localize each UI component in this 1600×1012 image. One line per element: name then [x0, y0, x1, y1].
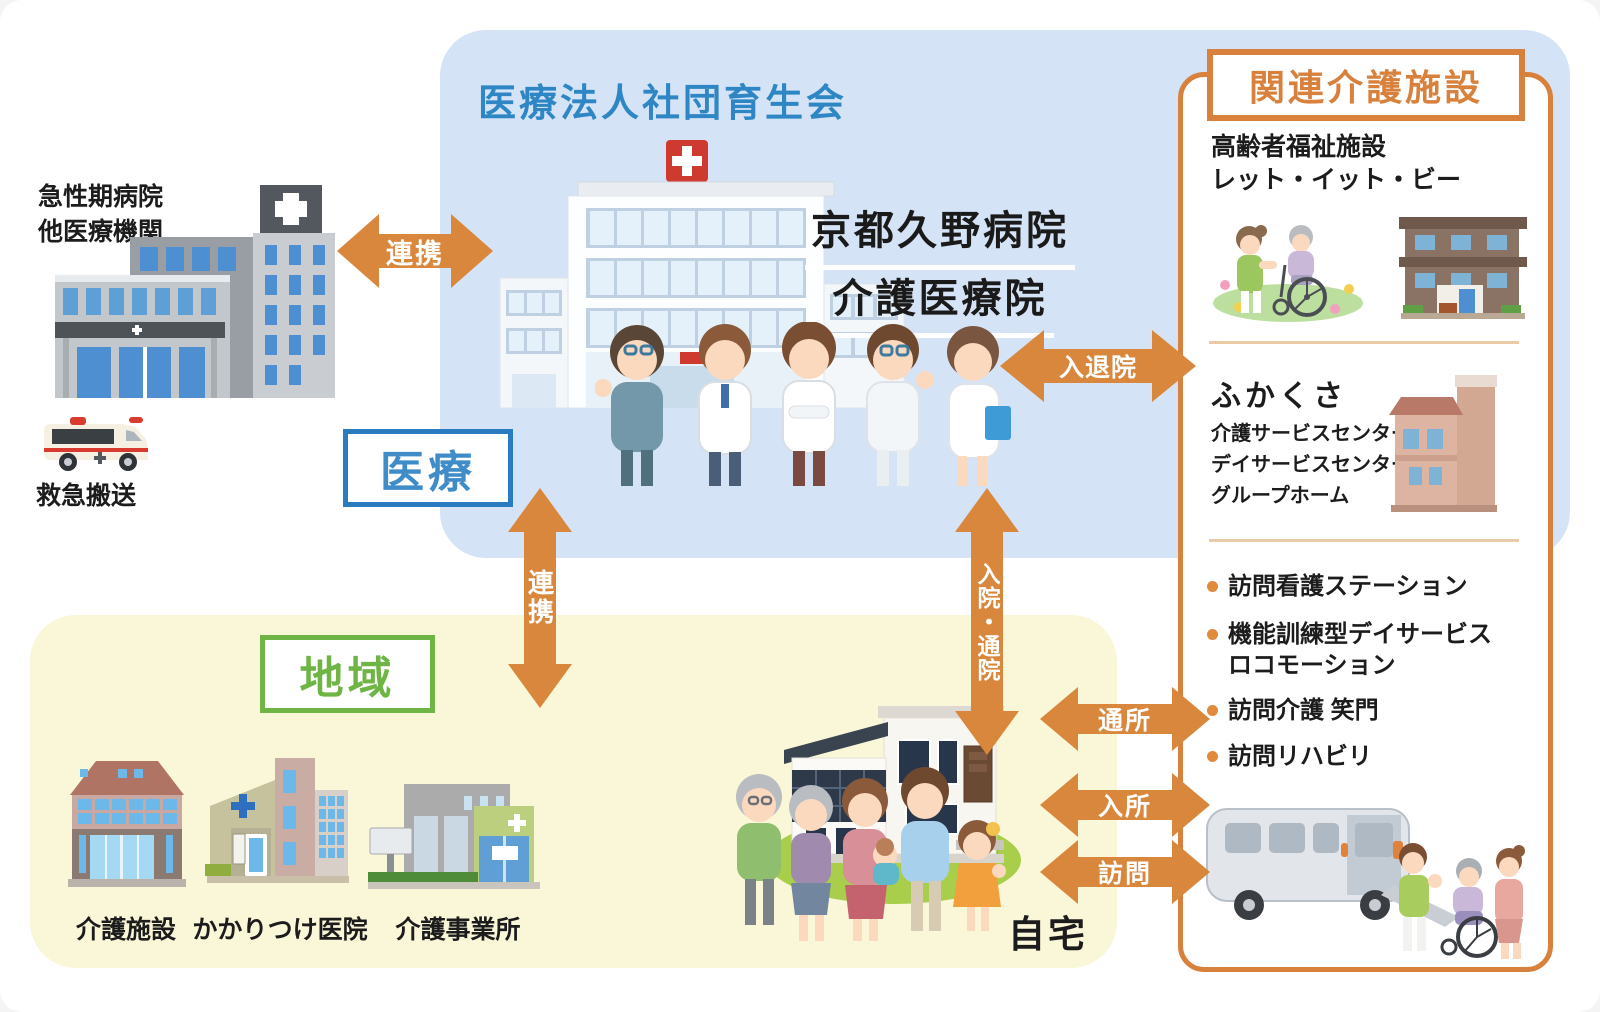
- nyusho-arrow: [1040, 773, 1210, 837]
- service-bullet-4-label: 訪問リハビリ: [1228, 743, 1372, 770]
- medical-staff-icon: [595, 322, 1015, 492]
- bullet-dot-icon: [1207, 705, 1218, 716]
- acute-hospital-label-line1: 急性期病院: [38, 183, 164, 211]
- fukakusa-service-1: 介護サービスセンター: [1211, 423, 1411, 445]
- region-tag-box: 地域: [260, 635, 435, 713]
- medical-tag-box: 医療: [343, 429, 513, 507]
- related-facilities-title: 関連介護施設: [1248, 67, 1483, 108]
- nyuin-tsuin-arrow: [955, 488, 1019, 755]
- nyuin-tsuin-arrow-label: 入院・通院: [955, 488, 1019, 755]
- nyusho-arrow-text: 入所: [1097, 793, 1152, 821]
- renkei-vertical-arrow-label: 連携: [508, 488, 572, 708]
- senior-welfare-line1: 高齢者福祉施設: [1211, 133, 1387, 161]
- tsusho-arrow-text: 通所: [1097, 707, 1152, 735]
- service-bullet-3: 訪問介護 笑門: [1207, 695, 1537, 726]
- bullet-dot-icon: [1207, 581, 1218, 592]
- fukakusa-heading: ふかくさ: [1211, 380, 1347, 413]
- bullet-dot-icon: [1207, 629, 1218, 640]
- tsusho-arrow: [1040, 687, 1210, 751]
- nyutaiin-arrow-label: 入退院: [1000, 330, 1196, 402]
- renkei-left-arrow-text: 連携: [386, 238, 444, 269]
- service-bullet-1-label: 訪問看護ステーション: [1228, 573, 1468, 600]
- hospital-name-line2: 介護医療院: [790, 266, 1090, 338]
- family-icon: [727, 763, 1017, 948]
- senior-welfare-line2: レット・イット・ビー: [1211, 166, 1462, 194]
- homon-arrow: [1040, 840, 1210, 904]
- care-van-icon: [1197, 785, 1532, 963]
- medical-tag-label: 医療: [380, 448, 476, 497]
- service-bullet-1: 訪問看護ステーション: [1207, 571, 1537, 602]
- home-label: 自宅: [1008, 914, 1088, 955]
- service-bullet-4: 訪問リハビリ: [1207, 741, 1537, 772]
- ambulance-icon: [42, 410, 157, 472]
- related-facilities-panel: 関連介護施設 高齢者福祉施設 レット・イット・ビー: [1178, 49, 1553, 972]
- care-facility-icon: [62, 755, 192, 890]
- corporation-title: 医療法人社団育生会: [478, 83, 848, 125]
- region-tag-label: 地域: [299, 654, 396, 703]
- service-bullet-3-label: 訪問介護 笑門: [1228, 697, 1379, 724]
- senior-welfare-heading: 高齢者福祉施設 レット・イット・ビー: [1211, 131, 1461, 197]
- nyuin-tsuin-arrow-text: 入院・通院: [974, 561, 1000, 682]
- renkei-vertical-arrow-text: 連携: [524, 569, 555, 627]
- nyutaiin-arrow: [1000, 330, 1196, 402]
- renkei-left-arrow: [337, 214, 493, 288]
- renkei-left-arrow-label: 連携: [337, 214, 493, 288]
- family-clinic-label: かかりつけ医院: [192, 916, 368, 944]
- care-office-icon: [368, 780, 544, 892]
- care-facility-label: 介護施設: [75, 916, 176, 944]
- care-office-label: 介護事業所: [395, 916, 521, 944]
- senior-welfare-building-icon: [1399, 211, 1527, 321]
- renkei-vertical-arrow: [508, 488, 572, 708]
- hospital-name-line2-text: 介護医療院: [826, 266, 1054, 338]
- panel-divider-1: [1209, 341, 1519, 344]
- hospital-name-line1: 京都久野病院: [790, 198, 1090, 270]
- ambulance-label: 救急搬送: [36, 482, 137, 510]
- nyusho-arrow-label: 入所: [1040, 773, 1210, 837]
- fukakusa-services: 介護サービスセンター デイサービスセンター グループホーム: [1211, 419, 1411, 512]
- service-bullet-2-label: 機能訓練型デイサービス ロコモーション: [1228, 619, 1492, 681]
- bullet-dot-icon: [1207, 751, 1218, 762]
- acute-hospital-icon: [55, 185, 335, 398]
- family-clinic-icon: [205, 748, 353, 890]
- hospital-name-line1-text: 京都久野病院: [805, 198, 1075, 270]
- related-facilities-title-box: 関連介護施設: [1207, 49, 1525, 121]
- fukakusa-service-3: グループホーム: [1211, 485, 1350, 507]
- panel-divider-2: [1209, 539, 1519, 542]
- homon-arrow-label: 訪問: [1040, 840, 1210, 904]
- service-bullet-2-line1: 機能訓練型デイサービス: [1228, 621, 1492, 648]
- tsusho-arrow-label: 通所: [1040, 687, 1210, 751]
- service-bullet-2-line2: ロコモーション: [1228, 652, 1396, 679]
- nyutaiin-arrow-text: 入退院: [1058, 354, 1137, 382]
- homon-arrow-text: 訪問: [1097, 860, 1152, 888]
- fukakusa-service-2: デイサービスセンター: [1211, 454, 1411, 476]
- service-bullet-2: 機能訓練型デイサービス ロコモーション: [1207, 619, 1537, 681]
- fukakusa-building-icon: [1389, 375, 1501, 515]
- elder-care-icon: [1209, 205, 1367, 325]
